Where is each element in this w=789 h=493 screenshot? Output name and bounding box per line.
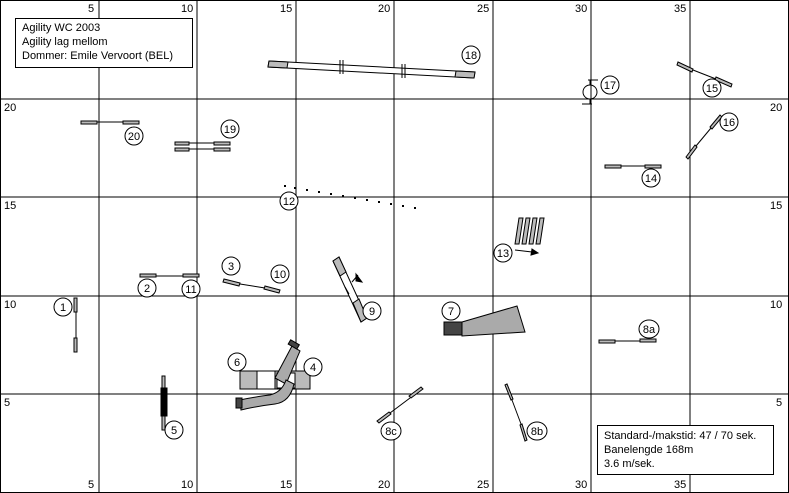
obstacle-numbers: 1 2 3 4 5 6 7 8a 8b 8c 9 10 11 12 13 14 … — [53, 45, 739, 441]
svg-text:20: 20 — [128, 131, 140, 143]
obstacle-8b-hurdle — [504, 383, 528, 442]
y-right-label: 15 — [770, 200, 782, 212]
number-marker-6: 6 — [227, 352, 247, 372]
x-bottom-label: 35 — [674, 479, 686, 491]
obstacle-4-6-tunnel — [235, 339, 311, 411]
x-axis-top-labels: 5 10 15 20 25 30 35 — [88, 3, 686, 15]
obstacle-18-dogwalk — [267, 60, 476, 79]
number-marker-9: 9 — [362, 301, 382, 321]
judge-name: Dommer: Emile Vervoort (BEL) — [22, 50, 173, 62]
x-top-label: 10 — [181, 3, 193, 15]
y-right-label: 10 — [770, 299, 782, 311]
x-axis-bottom-labels: 5 10 15 20 25 30 35 — [88, 479, 686, 491]
x-top-label: 20 — [378, 3, 390, 15]
y-right-label: 5 — [776, 397, 782, 409]
svg-text:9: 9 — [369, 306, 375, 318]
obstacle-5-wall — [160, 375, 168, 431]
course-length: Banelengde 168m — [604, 444, 694, 456]
x-bottom-label: 5 — [88, 479, 94, 491]
x-bottom-label: 15 — [280, 479, 292, 491]
event-title: Agility WC 2003 — [22, 22, 101, 34]
svg-text:12: 12 — [283, 196, 295, 208]
number-marker-20: 20 — [124, 126, 144, 146]
obstacle-7-chute — [443, 305, 526, 337]
number-marker-19: 19 — [220, 119, 240, 139]
obstacle-3-10-hurdle — [222, 278, 281, 294]
number-marker-7: 7 — [441, 301, 461, 321]
number-marker-10: 10 — [270, 264, 290, 284]
number-marker-4: 4 — [303, 357, 323, 377]
obstacle-20-hurdle — [80, 120, 140, 125]
svg-text:5: 5 — [171, 425, 177, 437]
obstacle-17-tyre — [582, 79, 598, 105]
svg-text:3: 3 — [228, 261, 234, 273]
y-axis-left-labels: 20 15 10 5 — [4, 102, 16, 409]
x-top-label: 25 — [477, 3, 489, 15]
y-right-label: 20 — [770, 102, 782, 114]
svg-text:17: 17 — [604, 80, 616, 92]
svg-text:13: 13 — [497, 248, 509, 260]
number-marker-12: 12 — [279, 191, 299, 211]
x-top-label: 5 — [88, 3, 94, 15]
number-marker-11: 11 — [181, 279, 201, 299]
svg-text:7: 7 — [448, 306, 454, 318]
svg-text:11: 11 — [185, 284, 196, 296]
number-marker-8a: 8a — [638, 319, 660, 339]
number-marker-2: 2 — [137, 278, 157, 298]
svg-text:8b: 8b — [531, 426, 543, 438]
obstacle-14-hurdle — [604, 164, 662, 169]
speed: 3.6 m/sek. — [604, 458, 655, 470]
x-bottom-label: 10 — [181, 479, 193, 491]
svg-text:2: 2 — [144, 283, 150, 295]
svg-text:14: 14 — [645, 173, 657, 185]
y-left-label: 20 — [4, 102, 16, 114]
number-marker-18: 18 — [461, 45, 481, 65]
number-marker-8c: 8c — [380, 421, 402, 441]
svg-text:6: 6 — [234, 357, 240, 369]
obstacle-2-11-hurdle — [139, 273, 200, 278]
svg-text:16: 16 — [723, 117, 735, 129]
number-marker-8b: 8b — [526, 421, 548, 441]
number-marker-5: 5 — [164, 420, 184, 440]
svg-text:19: 19 — [224, 124, 236, 136]
x-bottom-label: 25 — [477, 479, 489, 491]
number-marker-17: 17 — [600, 75, 620, 95]
standard-max-time: Standard-/makstid: 47 / 70 sek. — [604, 430, 757, 442]
y-left-label: 5 — [4, 397, 10, 409]
y-left-label: 10 — [4, 299, 16, 311]
x-bottom-label: 20 — [378, 479, 390, 491]
number-marker-13: 13 — [493, 243, 513, 263]
svg-text:8a: 8a — [643, 324, 656, 336]
number-marker-14: 14 — [641, 168, 661, 188]
svg-text:10: 10 — [274, 269, 286, 281]
x-top-label: 35 — [674, 3, 686, 15]
obstacle-15-hurdle — [676, 61, 733, 88]
course-stats-box: Standard-/makstid: 47 / 70 sek. Baneleng… — [597, 425, 774, 475]
number-marker-15: 15 — [702, 78, 722, 98]
obstacle-8a-hurdle — [598, 338, 657, 344]
svg-text:18: 18 — [465, 50, 477, 62]
number-marker-3: 3 — [221, 256, 241, 276]
y-axis-right-labels: 20 15 10 5 — [770, 102, 782, 409]
y-left-label: 15 — [4, 200, 16, 212]
x-bottom-label: 30 — [575, 479, 587, 491]
obstacle-12-dotted-line — [284, 185, 416, 209]
obstacle-8c-hurdle — [376, 386, 424, 424]
obstacle-19-spread-hurdle — [174, 141, 231, 152]
obstacle-16-hurdle — [685, 114, 723, 160]
x-top-label: 15 — [280, 3, 292, 15]
svg-text:4: 4 — [310, 362, 316, 374]
number-marker-1: 1 — [53, 297, 73, 317]
obstacle-13-weave — [514, 217, 545, 256]
svg-text:1: 1 — [60, 302, 66, 314]
svg-text:15: 15 — [706, 83, 718, 95]
class-title: Agility lag mellom — [22, 36, 108, 48]
svg-text:8c: 8c — [385, 426, 397, 438]
x-top-label: 30 — [575, 3, 587, 15]
obstacle-1-hurdle — [73, 297, 78, 353]
number-marker-16: 16 — [719, 112, 739, 132]
course-info-box: Agility WC 2003 Agility lag mellom Domme… — [15, 18, 193, 68]
